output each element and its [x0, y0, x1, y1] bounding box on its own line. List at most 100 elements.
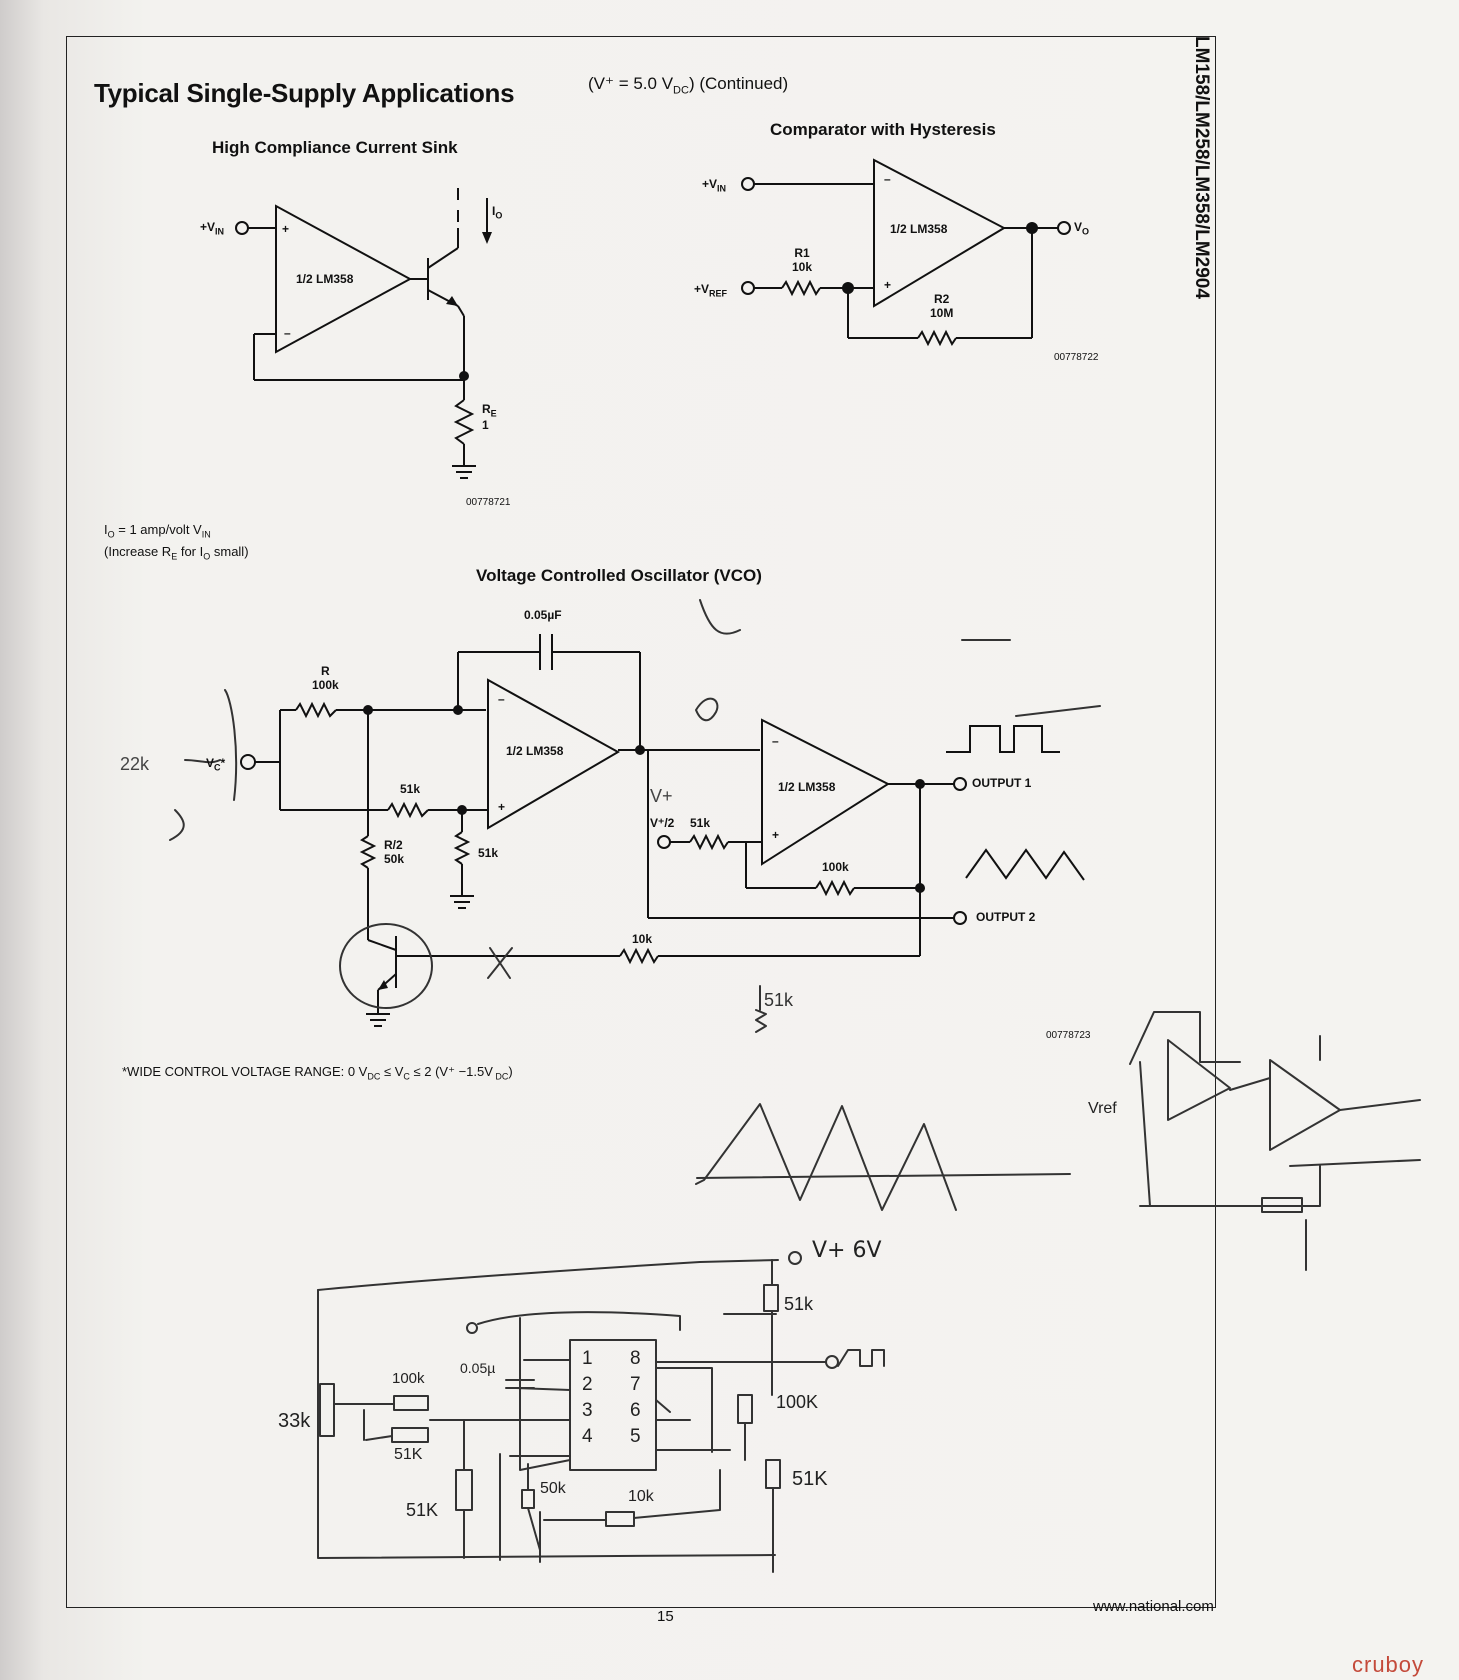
- io-label: IO: [492, 204, 503, 221]
- watermark: cruboy: [1352, 1652, 1425, 1677]
- comparator-figure-id: 00778722: [1054, 352, 1099, 363]
- square-wave-sketch: [946, 725, 1060, 753]
- current-arrow: [482, 232, 492, 244]
- hand-drawn-circuit: [317, 1251, 885, 1573]
- vco-cap-label: 0.05µF: [524, 608, 562, 622]
- r2-50k-resistor: [359, 835, 377, 869]
- comparator-schematic: [741, 158, 1071, 347]
- comparator-circuit-title: Comparator with Hysteresis: [770, 120, 996, 139]
- r-51k-input: [387, 801, 429, 819]
- hand-vplus6v: V+ 6V: [812, 1238, 882, 1263]
- vco-figure-id: 00778723: [1046, 1030, 1091, 1041]
- hand-33k-pot: [319, 1383, 335, 1437]
- sink-note-1: IO = 1 amp/volt VIN: [104, 522, 211, 540]
- page-frame: [66, 36, 1216, 1608]
- vco-range-note: *WIDE CONTROL VOLTAGE RANGE: 0 VDC ≤ VC …: [122, 1064, 513, 1082]
- vco-vplus2-label: V⁺/2: [650, 816, 675, 830]
- hand-ic-package: [569, 1339, 657, 1471]
- plus-sign: +: [772, 828, 780, 842]
- comparator-opamp: [873, 158, 1007, 308]
- hand-51k-low-label: 51K: [406, 1500, 439, 1520]
- vco-100k-label: 100k: [822, 860, 849, 874]
- supply-condition: (V⁺ = 5.0 VDC) (Continued): [588, 74, 789, 97]
- r-100k-feedback: [815, 879, 855, 897]
- sink-note-2: (Increase RE for IO small): [104, 544, 249, 562]
- vco-opamp1-label: 1/2 LM358: [506, 744, 564, 758]
- sink-figure-id: 00778721: [466, 497, 511, 508]
- handwritten-sketches: [169, 599, 1421, 1573]
- sink-vin-label: +VIN: [200, 220, 225, 237]
- vc-label: VC*: [206, 756, 226, 773]
- hand-cap-label: 0.05µ: [460, 1360, 496, 1376]
- comparator-opamp-label: 1/2 LM358: [890, 222, 948, 236]
- circled-transistor: [339, 923, 433, 1009]
- vco-10k-label: 10k: [632, 932, 653, 946]
- hand-50k: [521, 1489, 535, 1509]
- sink-opamp-label: 1/2 LM358: [296, 272, 354, 286]
- r-100k-resistor: [295, 701, 337, 719]
- hand-100k-label: 100k: [392, 1370, 425, 1387]
- vco-51k-input-label: 51k: [400, 782, 421, 796]
- output2-terminal: [953, 911, 967, 925]
- sink-schematic: [235, 188, 492, 479]
- r2-resistor: [917, 329, 957, 347]
- hand-triangle-wave: [695, 1103, 957, 1211]
- minus-sign: –: [884, 172, 891, 186]
- comparator-vin-label: +VIN: [702, 177, 727, 194]
- hand-10k: [605, 1511, 635, 1527]
- hand-10k-label: 10k: [628, 1488, 654, 1505]
- output2-label: OUTPUT 2: [976, 910, 1036, 924]
- hand-square-wave: [837, 1349, 885, 1367]
- vco-circuit-title: Voltage Controlled Oscillator (VCO): [476, 566, 762, 585]
- page-title: Typical Single-Supply Applications: [94, 78, 515, 108]
- r-51k-ground: [453, 831, 471, 865]
- page-number: 15: [657, 1608, 674, 1625]
- sink-circuit-title: High Compliance Current Sink: [212, 138, 458, 157]
- vin-terminal: [235, 221, 249, 235]
- vo-label: VO: [1074, 220, 1090, 237]
- hand-51k-top: [763, 1284, 779, 1312]
- vco-schematic: [240, 634, 1085, 1027]
- vco-51k-ref-label: 51k: [690, 816, 711, 830]
- vco-51k-ground-label: 51k: [478, 846, 499, 860]
- hand-100k-left: [393, 1395, 429, 1411]
- minus-sign: –: [498, 692, 505, 706]
- hand-51k-left: [391, 1427, 429, 1443]
- hand-33k-label: 33k: [278, 1410, 311, 1432]
- integrator-opamp: [487, 678, 621, 830]
- plus-sign: +: [498, 800, 506, 814]
- hand-51k-right-label: 51K: [792, 1468, 828, 1490]
- hand-22k-label: 22k: [120, 754, 150, 774]
- schmitt-opamp: [761, 718, 891, 866]
- vc-terminal: [240, 754, 256, 770]
- sink-opamp: [275, 204, 413, 354]
- output1-terminal: [953, 777, 967, 791]
- hand-51k-vco-label: 51k: [764, 990, 794, 1010]
- hand-v4-label: V+: [650, 786, 673, 806]
- triangle-wave-sketch: [965, 848, 1085, 881]
- footer-url[interactable]: www.national.com: [1093, 1598, 1214, 1615]
- r1-resistor: [781, 279, 821, 297]
- r-51k-ref: [689, 833, 729, 851]
- hand-51k-bottom: [455, 1469, 473, 1511]
- minus-sign: –: [772, 734, 779, 748]
- hand-51k-right: [765, 1459, 781, 1489]
- hand-vref-label: Vref: [1088, 1100, 1117, 1117]
- hand-51k-top-label: 51k: [784, 1294, 814, 1314]
- re-resistor: [453, 399, 475, 445]
- plus-sign: +: [282, 222, 290, 236]
- plus-sign: +: [884, 278, 892, 292]
- output1-label: OUTPUT 1: [972, 776, 1032, 790]
- hand-100k-right-label: 100K: [776, 1392, 819, 1412]
- hand-51k-mid-label: 51K: [394, 1446, 423, 1463]
- r-10k-resistor: [619, 947, 659, 965]
- vref-label: +VREF: [694, 282, 728, 299]
